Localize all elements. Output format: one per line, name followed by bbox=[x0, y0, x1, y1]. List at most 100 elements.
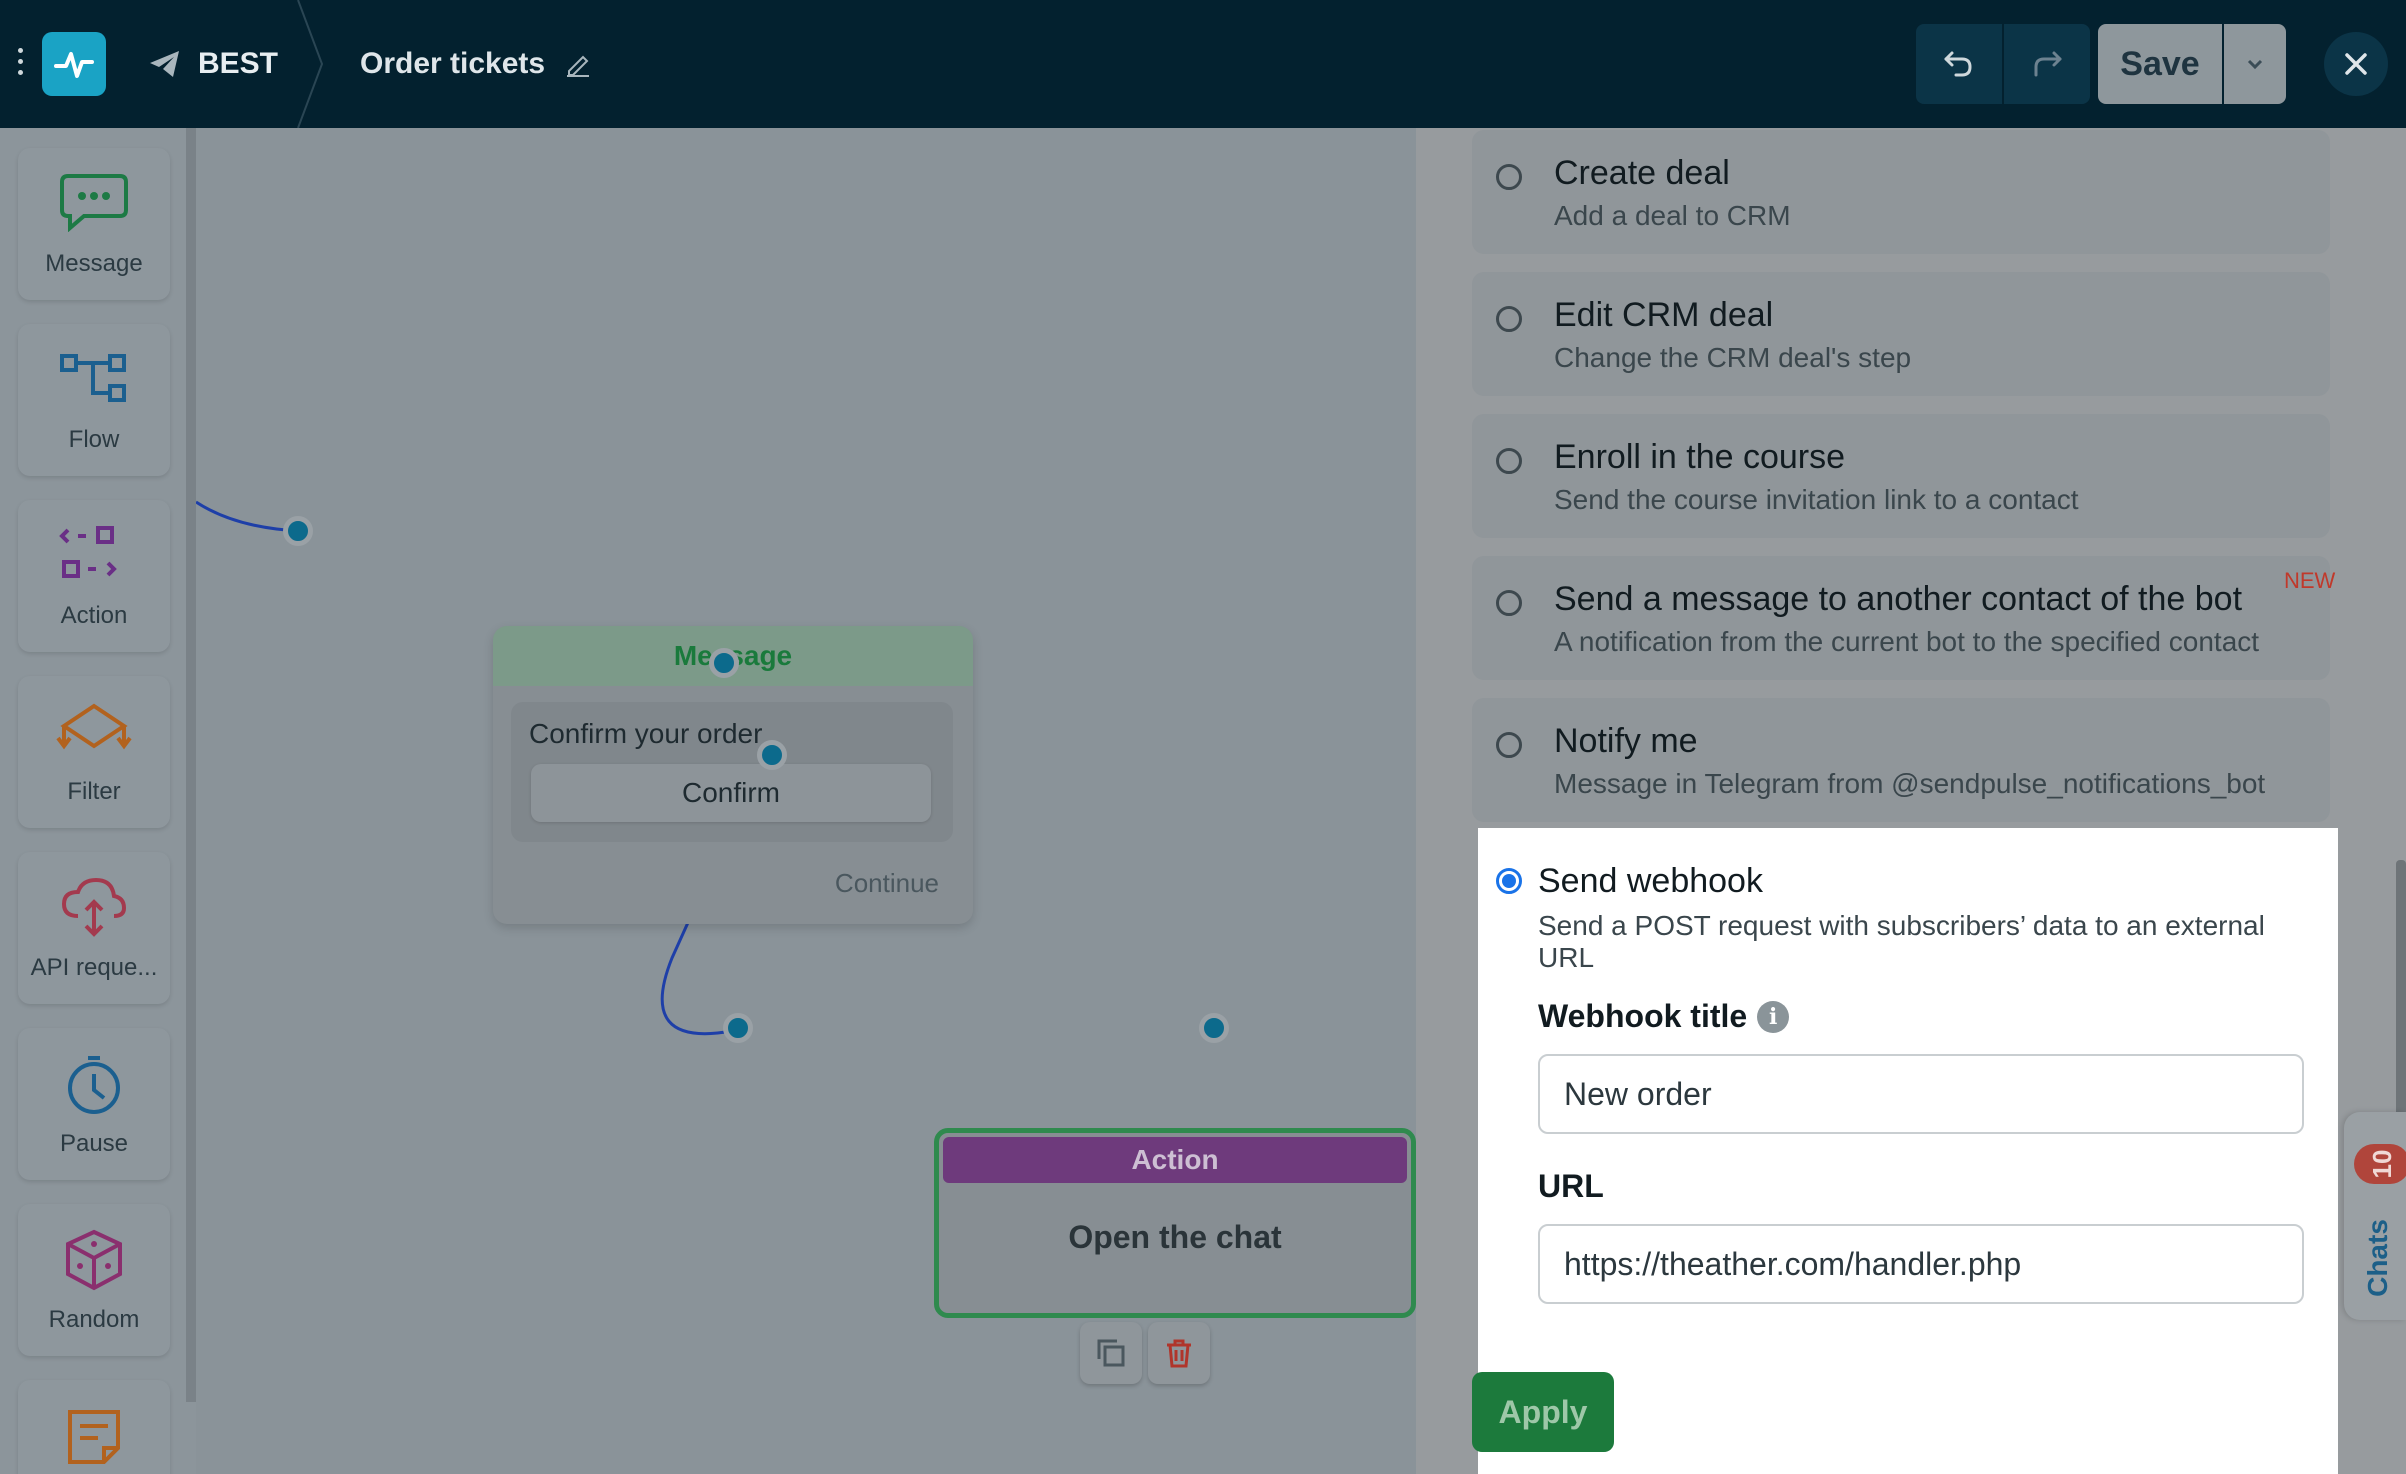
redo-button[interactable] bbox=[2004, 24, 2090, 104]
action-settings-panel: Create deal Add a deal to CRM Edit CRM d… bbox=[1416, 128, 2406, 1474]
breadcrumb-separator bbox=[297, 0, 324, 128]
palette-label: Filter bbox=[67, 778, 121, 805]
undo-button[interactable] bbox=[1916, 24, 2002, 104]
panel-scrollbar[interactable] bbox=[2396, 860, 2406, 1320]
url-label: URL bbox=[1538, 1168, 1604, 1204]
palette-label: Random bbox=[48, 1306, 140, 1333]
option-description: A notification from the current bot to t… bbox=[1554, 626, 2260, 657]
app-logo[interactable] bbox=[42, 32, 106, 96]
flow-title: Order tickets bbox=[360, 40, 591, 88]
option-description: Send a POST request with subscribers’ da… bbox=[1538, 910, 2265, 973]
url-input[interactable]: https://theather.com/handler.php bbox=[1538, 1224, 2304, 1304]
flow-name: Order tickets bbox=[360, 47, 546, 80]
option-description: Change the CRM deal's step bbox=[1554, 342, 1912, 373]
note-icon bbox=[68, 1410, 120, 1464]
apply-button[interactable]: Apply bbox=[1472, 1372, 1614, 1452]
option-edit-crm-deal[interactable]: Edit CRM deal Change the CRM deal's step bbox=[1472, 272, 2330, 396]
save-button[interactable]: Save bbox=[2098, 24, 2222, 104]
option-enroll-course[interactable]: Enroll in the course Send the course inv… bbox=[1472, 414, 2330, 538]
element-palette: Message Flow Action Filter bbox=[0, 128, 196, 1474]
info-icon[interactable]: i bbox=[1757, 1000, 1790, 1033]
option-title: Send webhook bbox=[1538, 862, 1763, 900]
copy-icon bbox=[1097, 1339, 1125, 1367]
message-text: Confirm your order bbox=[529, 718, 763, 749]
palette-label: Action bbox=[60, 602, 128, 629]
chats-label: Chats bbox=[2362, 1219, 2393, 1297]
action-node-header: Action bbox=[943, 1137, 1407, 1183]
option-title: Notify me bbox=[1554, 722, 1698, 760]
message-bubble-icon bbox=[60, 174, 128, 232]
continue-output-port[interactable] bbox=[757, 740, 787, 770]
webhook-title-label-text: Webhook title bbox=[1538, 998, 1748, 1034]
flow-icon bbox=[60, 354, 126, 402]
option-radio[interactable] bbox=[1496, 448, 1522, 474]
chats-tab[interactable]: 10 Chats bbox=[2344, 1112, 2406, 1320]
action-input-port[interactable] bbox=[723, 1013, 753, 1043]
confirm-output-port[interactable] bbox=[709, 648, 739, 678]
option-description: Message in Telegram from @sendpulse_noti… bbox=[1554, 768, 2266, 799]
palette-label: Message bbox=[45, 250, 143, 277]
webhook-radio-selected[interactable] bbox=[1496, 868, 1522, 894]
continue-label: Continue bbox=[834, 868, 939, 898]
action-node[interactable]: Action Open the chat bbox=[934, 1128, 1416, 1318]
message-input-port[interactable] bbox=[283, 516, 313, 546]
action-output-port[interactable] bbox=[1199, 1013, 1229, 1043]
option-notify-me[interactable]: Notify me Message in Telegram from @send… bbox=[1472, 698, 2330, 822]
palette-item-action[interactable]: Action bbox=[18, 500, 170, 652]
flow-canvas[interactable]: Message Confirm your order Confirm Conti… bbox=[196, 128, 1416, 1474]
palette-item-note[interactable] bbox=[18, 1380, 170, 1474]
action-node-text: Open the chat bbox=[1068, 1219, 1282, 1255]
top-bar: BEST Order tickets Save bbox=[0, 0, 2406, 128]
message-node-body: Confirm your order Confirm bbox=[511, 702, 953, 842]
redo-icon bbox=[2034, 51, 2062, 77]
palette-label: API reque... bbox=[30, 954, 158, 981]
telegram-icon bbox=[150, 51, 179, 77]
stopwatch-icon bbox=[68, 1056, 120, 1114]
confirm-button[interactable]: Confirm bbox=[531, 764, 931, 822]
palette-item-flow[interactable]: Flow bbox=[18, 324, 170, 476]
filter-icon bbox=[56, 703, 132, 750]
option-description: Send the course invitation link to a con… bbox=[1554, 484, 2079, 515]
undo-icon bbox=[1944, 51, 1972, 77]
close-icon bbox=[2345, 53, 2367, 75]
close-button[interactable] bbox=[2324, 32, 2388, 96]
duplicate-node-button[interactable] bbox=[1080, 1322, 1142, 1384]
webhook-title-input[interactable]: New order bbox=[1538, 1054, 2304, 1134]
option-title: Send a message to another contact of the… bbox=[1554, 580, 2243, 618]
dice-icon bbox=[66, 1229, 122, 1291]
palette-item-api-request[interactable]: API reque... bbox=[18, 852, 170, 1004]
option-title: Enroll in the course bbox=[1554, 438, 1846, 476]
save-options-button[interactable] bbox=[2224, 24, 2286, 104]
edit-pencil-icon[interactable] bbox=[565, 51, 591, 77]
more-menu-icon[interactable] bbox=[14, 48, 26, 80]
option-message-another-contact[interactable]: Send a message to another contact of the… bbox=[1472, 556, 2335, 680]
chats-count-badge: 10 bbox=[2354, 1144, 2406, 1184]
delete-node-button[interactable] bbox=[1148, 1322, 1210, 1384]
palette-item-random[interactable]: Random bbox=[18, 1204, 170, 1356]
palette-item-filter[interactable]: Filter bbox=[18, 676, 170, 828]
webhook-title-label: Webhook title i bbox=[1538, 998, 1790, 1035]
new-badge: NEW bbox=[2284, 568, 2336, 593]
option-radio[interactable] bbox=[1496, 590, 1522, 616]
message-node[interactable]: Message Confirm your order Confirm Conti… bbox=[493, 626, 973, 924]
option-title: Edit CRM deal bbox=[1554, 296, 1774, 334]
option-description: Add a deal to CRM bbox=[1554, 200, 1791, 231]
trash-icon bbox=[1167, 1339, 1191, 1368]
option-radio[interactable] bbox=[1496, 732, 1522, 758]
bot-name: BEST bbox=[198, 47, 279, 80]
pulse-icon bbox=[54, 52, 94, 78]
api-cloud-icon bbox=[61, 877, 127, 937]
palette-item-message[interactable]: Message bbox=[18, 148, 170, 300]
palette-item-pause[interactable]: Pause bbox=[18, 1028, 170, 1180]
palette-scrollbar[interactable] bbox=[186, 128, 196, 1402]
bot-selector[interactable]: BEST bbox=[148, 40, 278, 88]
option-radio[interactable] bbox=[1496, 306, 1522, 332]
action-icon bbox=[59, 526, 117, 578]
option-title: Create deal bbox=[1554, 154, 1730, 192]
chevron-down-icon bbox=[2247, 59, 2263, 70]
palette-label: Flow bbox=[68, 426, 120, 453]
option-radio[interactable] bbox=[1496, 164, 1522, 190]
option-send-webhook[interactable]: Send webhook Send a POST request with su… bbox=[1478, 828, 2338, 1474]
palette-label: Pause bbox=[59, 1130, 129, 1157]
option-create-deal[interactable]: Create deal Add a deal to CRM bbox=[1472, 130, 2330, 254]
